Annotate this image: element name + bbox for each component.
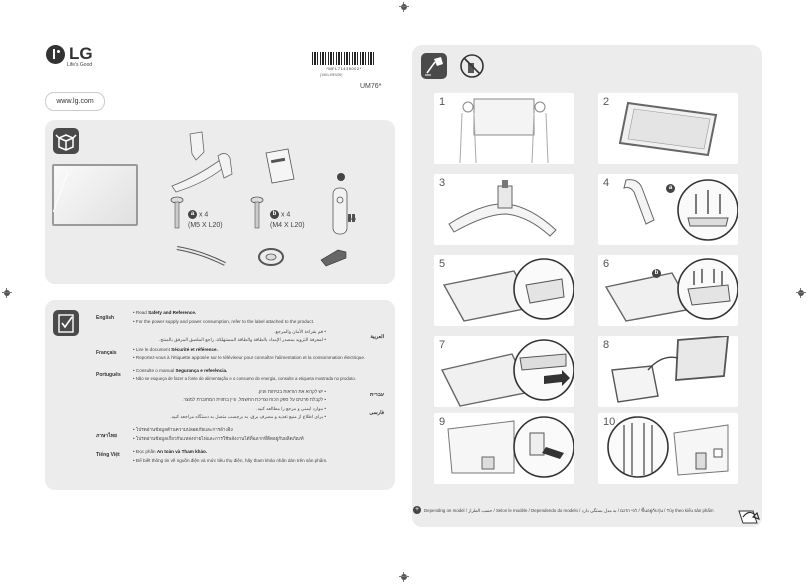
- cable-holder-illustration: [258, 248, 284, 266]
- step-1-number: 1: [439, 96, 446, 108]
- lang-hebrew: עברית: [369, 392, 384, 398]
- step-5: 5: [434, 255, 574, 326]
- step-10-number: 10: [603, 416, 616, 428]
- plus-icon: +: [413, 506, 421, 514]
- french-line1: • Lire le document Sécurité et référence…: [133, 347, 218, 352]
- hebrew-line2: • לקבלת פרטים על ספק הכוח וצריכת החשמל, …: [182, 397, 326, 402]
- lang-arabic: العربية: [370, 334, 384, 340]
- step-8-number: 8: [603, 339, 610, 351]
- registration-mark-left: [2, 288, 12, 298]
- registration-mark-right: [796, 288, 806, 298]
- step-6: 6 b: [598, 255, 738, 326]
- remote-illustration: [332, 173, 355, 235]
- stand-illustration: [171, 131, 233, 193]
- lang-french: Français: [96, 350, 117, 356]
- screw-b-size: (M4 X L20): [270, 222, 305, 229]
- tagline: Life's Good: [67, 62, 93, 68]
- english-line1: • Read Safety and Reference.: [133, 310, 197, 315]
- lang-farsi: فارسی: [369, 410, 384, 416]
- safety-panel: [45, 300, 395, 490]
- step-4-number: 4: [603, 177, 610, 189]
- step-9-number: 9: [439, 416, 446, 428]
- tv-panel-illustration: [52, 164, 138, 226]
- manual-illustration: [265, 148, 295, 184]
- farsi-line1: • موارد ایمنی و مرجع را مطالعه کنید.: [256, 406, 326, 411]
- step-6-number: 6: [603, 258, 610, 270]
- screw-b-badge: b: [270, 210, 279, 219]
- portuguese-line1: • Consulte o manual Segurança e referênc…: [133, 368, 228, 373]
- portuguese-line2: • Não se esqueça de fazer a fonte de ali…: [133, 376, 356, 381]
- hebrew-line1: • יש לקרוא את הוראות בטיחות ועיון.: [257, 389, 326, 394]
- lang-thai: ภาษาไทย: [96, 433, 117, 439]
- lg-logo-icon: [46, 44, 65, 64]
- screw-a-icon: [170, 196, 184, 229]
- step-10: 10: [598, 413, 738, 484]
- barcode-sub: (1901-REV00): [320, 73, 343, 77]
- screw-a-qty: a x 4: [188, 210, 208, 219]
- step-9: 9: [434, 413, 574, 484]
- lg-logo: LG: [46, 44, 93, 64]
- page-flip-icon: [738, 510, 760, 524]
- checklist-icon: [53, 310, 79, 336]
- logo-text: LG: [69, 44, 93, 63]
- step-4: 4 a: [598, 174, 738, 245]
- thai-line2: • โปรดอ่านข้อมูลเกี่ยวกับแหล่งจ่ายไฟและก…: [133, 436, 304, 441]
- english-line2: • For the power supply and power consump…: [133, 319, 315, 324]
- step-2: 2: [598, 93, 738, 164]
- step-2-number: 2: [603, 96, 610, 108]
- screw-a-size: (M5 X L20): [188, 222, 223, 229]
- barcode-code: *MFL71435002*: [326, 66, 362, 71]
- battery-label: AA: [348, 216, 357, 222]
- step-7-number: 7: [439, 339, 446, 351]
- lang-portuguese: Português: [96, 372, 121, 378]
- registration-mark-top: [399, 2, 409, 12]
- model-number: UM76*: [360, 83, 382, 90]
- cleaning-icon: [421, 53, 447, 79]
- step-3: 3: [434, 174, 574, 245]
- step-5-number: 5: [439, 258, 446, 270]
- no-spray-icon: [460, 54, 484, 78]
- viet-line1: • Đọc phần An toàn và Tham khảo.: [133, 449, 208, 454]
- screw-a-qty-text: x 4: [198, 211, 209, 219]
- step-6-badge: b: [652, 269, 661, 278]
- french-line2: • Reportez-vous à l'étiquette apposée su…: [133, 355, 366, 360]
- box-icon: [53, 128, 79, 154]
- lang-vietnamese: Tiếng Việt: [96, 452, 120, 458]
- arabic-line1: • قم بقراءة الأمان والمرجع.: [274, 329, 326, 334]
- step-4-badge: a: [666, 184, 675, 193]
- screw-a-badge: a: [188, 210, 197, 219]
- barcode: [312, 52, 376, 65]
- lang-english: English: [96, 315, 115, 321]
- step-1: 1: [434, 93, 574, 164]
- arabic-line2: • لمعرفة التزويد بمصدر الإمداد بالطاقة و…: [159, 337, 326, 342]
- thai-line1: • โปรดอ่านข้อมูลด้านความปลอดภัยและการอ้า…: [133, 427, 233, 432]
- website-url[interactable]: www.lg.com: [45, 92, 105, 111]
- step-3-number: 3: [439, 177, 446, 189]
- step-7: 7: [434, 336, 574, 407]
- model-note: + Depending on model / حسب الطراز / Selo…: [413, 506, 713, 514]
- step-8: 8: [598, 336, 738, 407]
- farsi-line2: • برای اطلاع از منبع تغذیه و مصرف برق، ب…: [170, 414, 326, 419]
- registration-mark-bottom: [399, 572, 409, 582]
- screw-b-qty: b x 4: [270, 210, 290, 219]
- screw-b-qty-text: x 4: [280, 211, 291, 219]
- model-note-text: Depending on model / حسب الطراز / Selon …: [424, 507, 714, 513]
- screw-b-icon: [250, 196, 264, 229]
- viet-line2: • Để biết thông tin về nguồn điện và mức…: [133, 458, 328, 463]
- cable-tie-illustration: [176, 246, 226, 266]
- cover-illustration: [320, 249, 347, 267]
